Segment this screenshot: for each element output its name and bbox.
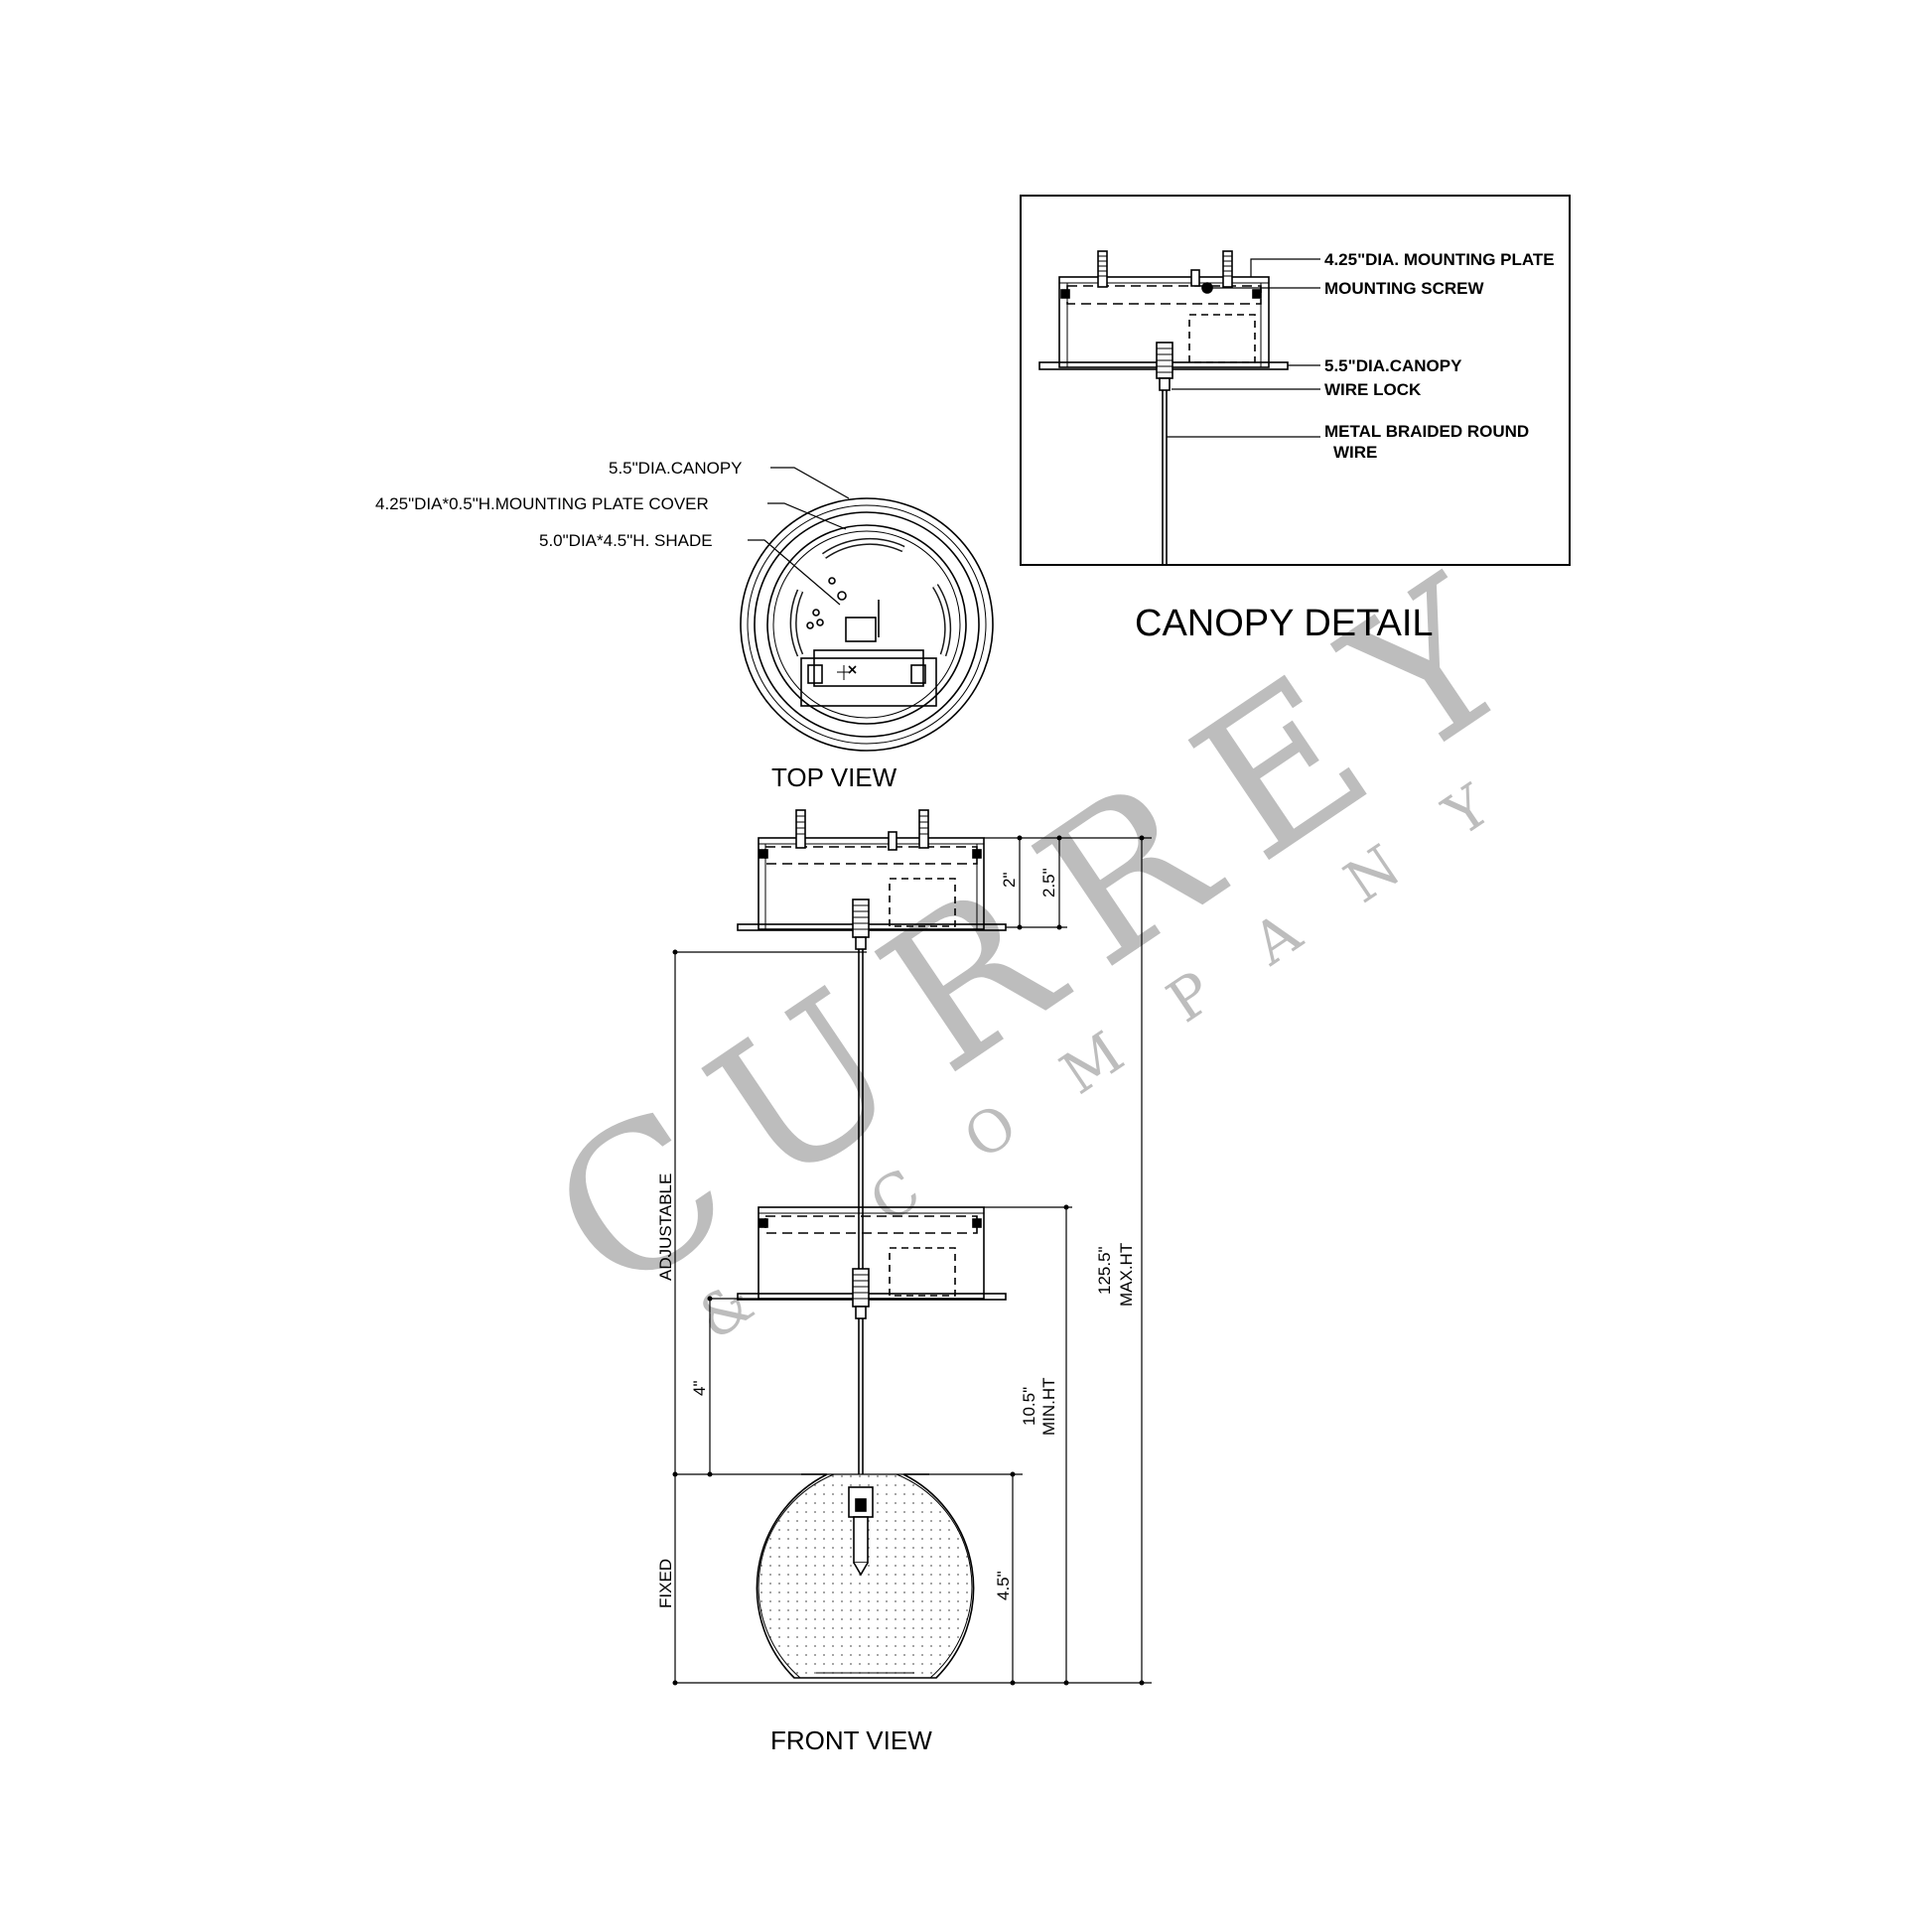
label-top-view-canopy: 5.5"DIA.CANOPY — [609, 459, 743, 478]
dim-fixed: FIXED — [656, 1559, 675, 1608]
label-wire-line1: METAL BRAIDED ROUND — [1324, 422, 1529, 441]
wire-lock-icon — [1156, 342, 1173, 391]
canopy-detail-leaders — [1167, 258, 1320, 438]
dim-gap: 4" — [690, 1381, 709, 1397]
front-view-canopy-upper — [737, 809, 1007, 950]
dim-min-height-value: 10.5" — [1020, 1387, 1038, 1426]
canopy-detail — [1020, 195, 1571, 566]
dim-adjustable: ADJUSTABLE — [656, 1173, 675, 1281]
front-view-dimensions — [672, 835, 1152, 1686]
mounting-screw-icon — [1190, 269, 1213, 294]
label-canopy-detail-canopy: 5.5"DIA.CANOPY — [1324, 356, 1462, 375]
front-view-shade — [756, 1473, 975, 1679]
label-wire-lock: WIRE LOCK — [1324, 380, 1422, 399]
dim-shade-height: 4.5" — [994, 1571, 1013, 1600]
top-view-plate-cover — [766, 524, 967, 725]
label-mounting-plate: 4.25"DIA. MOUNTING PLATE — [1324, 250, 1555, 269]
mounting-bolt-icon — [1097, 250, 1108, 288]
label-mounting-screw: MOUNTING SCREW — [1324, 279, 1485, 298]
label-plate-cover: 4.25"DIA*0.5"H.MOUNTING PLATE COVER — [375, 494, 709, 513]
front-view-title: FRONT VIEW — [770, 1725, 932, 1755]
canopy-detail-junction — [1188, 314, 1256, 363]
dim-canopy-total: 2.5" — [1039, 868, 1058, 897]
dim-max-height-value: 125.5" — [1095, 1246, 1114, 1295]
watermark: CURREY & COMPANY — [513, 515, 1582, 1353]
mounting-bolt-icon — [1222, 250, 1233, 288]
label-shade: 5.0"DIA*4.5"H. SHADE — [539, 531, 713, 550]
top-view-leaders — [748, 467, 850, 606]
canopy-detail-title: CANOPY DETAIL — [1135, 603, 1434, 644]
canopy-detail-frame — [1020, 195, 1571, 566]
top-view-canopy — [740, 497, 994, 752]
top-view — [740, 467, 994, 752]
top-view-title: TOP VIEW — [771, 762, 897, 792]
front-view — [737, 809, 1007, 1679]
canopy-detail-mounting-plate — [1066, 285, 1262, 305]
dim-min-height-label: MIN.HT — [1039, 1377, 1058, 1436]
top-view-shade — [754, 511, 980, 738]
dim-max-height-label: MAX.HT — [1117, 1243, 1136, 1307]
label-wire-line2: WIRE — [1333, 443, 1377, 462]
front-view-canopy-lower — [737, 1206, 1007, 1319]
dim-canopy-body: 2" — [1000, 873, 1019, 889]
